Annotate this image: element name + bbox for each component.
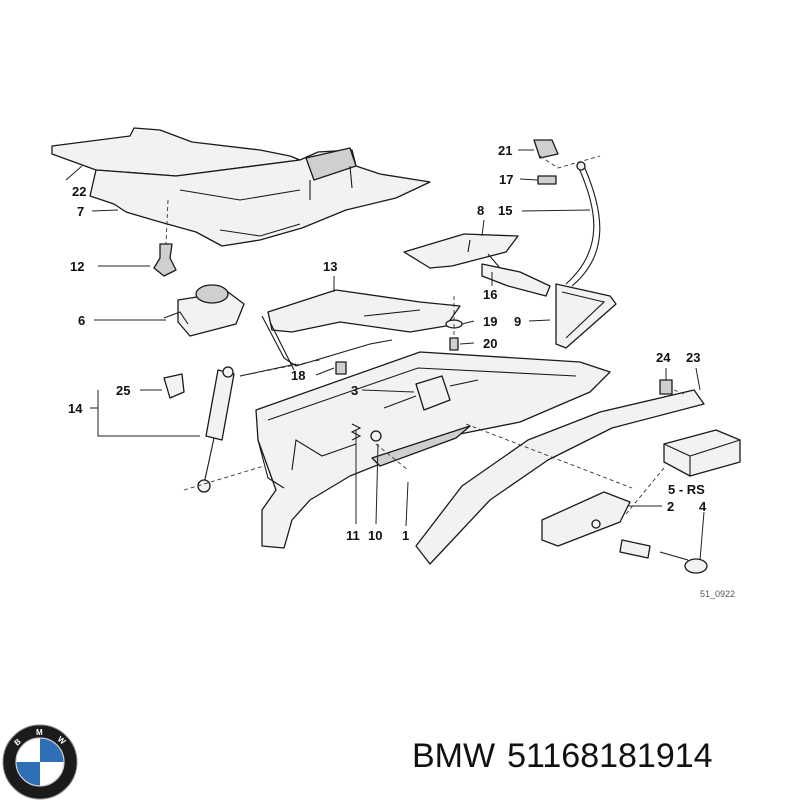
callout-22: 22 xyxy=(72,184,86,199)
part-clip xyxy=(153,243,177,277)
part-stud-17 xyxy=(537,175,557,185)
callout-12: 12 xyxy=(70,259,84,274)
callout-24: 24 xyxy=(656,350,671,365)
part-glovebox-body xyxy=(255,351,611,549)
callout-8: 8 xyxy=(477,203,484,218)
callout-9: 9 xyxy=(514,314,521,329)
callout-1: 1 xyxy=(402,528,409,543)
part-stay-strap xyxy=(565,161,601,287)
callout-18: 18 xyxy=(291,368,305,383)
part-lock-striker xyxy=(383,375,479,411)
callout-4: 4 xyxy=(699,499,707,514)
leader-lines xyxy=(65,149,705,561)
callout-13: 13 xyxy=(323,259,337,274)
part-screw-20 xyxy=(449,337,459,351)
logo-letter-w: W xyxy=(56,735,68,747)
part-handle xyxy=(541,491,631,547)
callout-16: 16 xyxy=(483,287,497,302)
diagram-reference-code: 51_0922 xyxy=(700,589,735,599)
callout-25: 25 xyxy=(116,383,130,398)
bmw-roundel-icon: B M W xyxy=(2,724,78,800)
caption-brand: BMW xyxy=(412,737,496,775)
caption-part-number: 51168181914 xyxy=(507,737,713,775)
part-spring-11 xyxy=(350,423,362,441)
callout-labels: 22 7 12 6 13 21 17 8 15 16 19 9 20 18 25… xyxy=(68,143,735,599)
part-trim-strip xyxy=(415,389,705,565)
part-lock-cylinder xyxy=(619,539,708,574)
part-floor-cover xyxy=(51,127,431,247)
callout-5-rs: 5 - RS xyxy=(668,482,705,497)
callout-17: 17 xyxy=(499,172,513,187)
part-gas-strut xyxy=(163,366,235,493)
part-screw-24 xyxy=(659,379,673,395)
callout-2: 2 xyxy=(667,499,674,514)
callout-6: 6 xyxy=(78,313,85,328)
callout-15: 15 xyxy=(498,203,512,218)
callout-3: 3 xyxy=(351,383,358,398)
callout-19: 19 xyxy=(483,314,497,329)
part-caption: BMW 51168181914 xyxy=(412,737,725,776)
callout-7: 7 xyxy=(77,204,84,219)
callout-11: 11 xyxy=(346,528,360,543)
part-nut-10 xyxy=(370,430,382,442)
callout-14: 14 xyxy=(68,401,83,416)
part-screw-18 xyxy=(335,361,347,375)
part-clip-21 xyxy=(533,139,559,159)
part-repair-box xyxy=(663,429,741,477)
callout-20: 20 xyxy=(483,336,497,351)
part-lamp-lens xyxy=(555,283,617,349)
callout-23: 23 xyxy=(686,350,700,365)
logo-letter-b: B xyxy=(13,737,23,748)
part-hinge-bracket xyxy=(403,233,551,297)
callout-10: 10 xyxy=(368,528,382,543)
part-switch xyxy=(163,284,245,337)
callout-21: 21 xyxy=(498,143,512,158)
logo-letter-m: M xyxy=(36,728,43,737)
